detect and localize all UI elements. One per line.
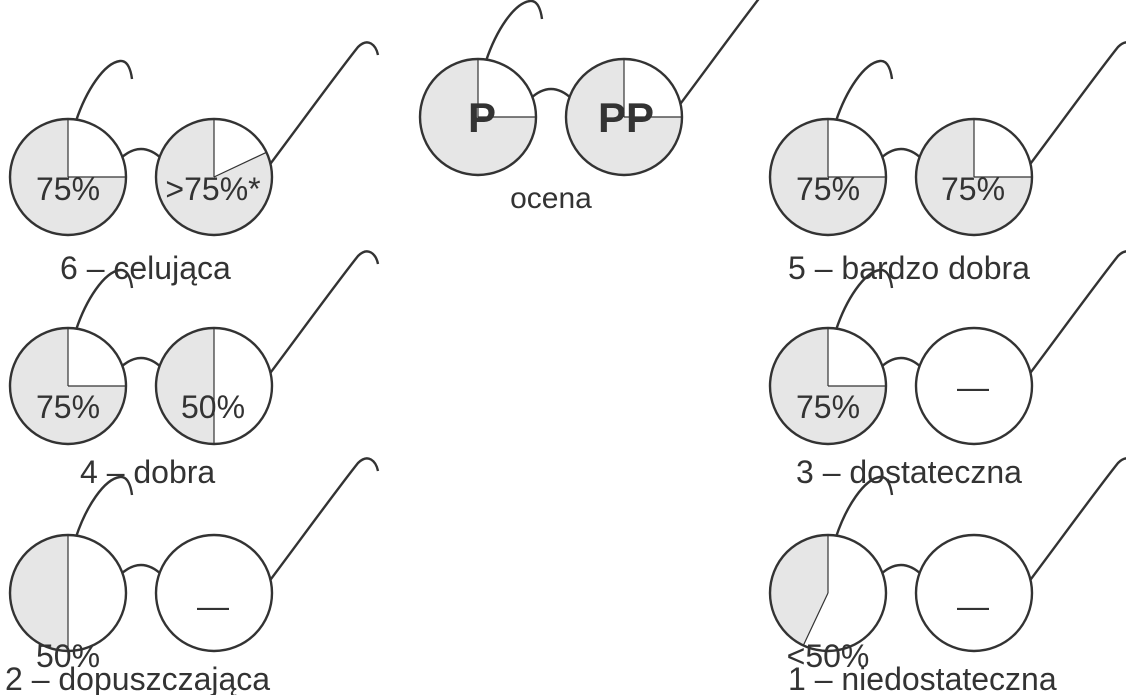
grade-2-left-temple: [74, 475, 134, 538]
grade-2-bridge: [119, 563, 163, 576]
grade-1-left-lens-fill: [769, 535, 828, 646]
grade-1-left-lens-radius-edge: [802, 592, 829, 646]
header-right-temple: [677, 0, 760, 108]
grade-1-left-lens-label: <50%: [787, 638, 870, 674]
grade-4-caption: 4 – dobra: [80, 454, 215, 490]
glasses-header: P PP ocena: [418, 0, 760, 215]
grade-3-right-lens-label: —: [957, 369, 989, 405]
grade-6-left-lens: [8, 117, 128, 237]
grade-6-right-lens: [154, 117, 274, 237]
grade-1-frame: [834, 457, 1126, 584]
grade-2-right-lens-base: [156, 535, 272, 651]
grade-5-right-temple: [1027, 41, 1126, 168]
grade-3-left-temple: [834, 268, 894, 331]
grade-5-right-lens-label: 75%: [941, 171, 1005, 207]
grade-4-frame: [74, 250, 380, 377]
grade-2-right-lens-rim: [154, 533, 274, 653]
grade-4-right-lens-rim: [154, 326, 274, 446]
header-lens-right-label: PP: [598, 94, 654, 141]
header-bridge: [529, 87, 573, 100]
grade-3-right-temple: [1027, 250, 1126, 377]
grade-1-right-lens-label: —: [957, 588, 989, 624]
grade-5-right-lens: [914, 117, 1034, 237]
grade-2-right-temple: [267, 457, 380, 584]
grade-5-caption: 5 – bardzo dobra: [788, 250, 1030, 286]
grade-5-right-lens-rim: [914, 117, 1034, 237]
grade-5-frame: [834, 41, 1126, 168]
header-left-temple: [484, 0, 544, 62]
grade-3-bridge: [879, 356, 923, 369]
grade-2-caption: 2 – dopuszczająca: [5, 661, 270, 695]
grade-1-left-temple: [834, 475, 894, 538]
grade-1-right-lens-rim: [914, 533, 1034, 653]
grade-4-left-temple: [74, 268, 134, 331]
grade-1-left-lens: [768, 533, 888, 653]
grade-2-right-lens-label: —: [197, 588, 229, 624]
grade-6-caption: 6 – celująca: [60, 250, 231, 286]
grade-5-left-lens-rim: [768, 117, 888, 237]
grade-3-left-lens-rim: [768, 326, 888, 446]
header-lens-left-label: P: [468, 94, 496, 141]
grade-4-right-lens-label: 50%: [181, 389, 245, 425]
grade-6-frame: [74, 41, 380, 168]
header-left-lens-rim: [418, 57, 538, 177]
grade-1-left-lens-rim: [768, 533, 888, 653]
grade-4-left-lens-rim: [8, 326, 128, 446]
grade-4-right-lens: [154, 326, 274, 446]
glasses-grade-4: 75% 50% 4 – dobra: [8, 250, 380, 490]
glasses-grade-6: 75% >75%* 6 – celująca: [8, 41, 380, 286]
grade-3-right-lens-base: [916, 328, 1032, 444]
grade-5-left-lens: [768, 117, 888, 237]
grade-1-right-temple: [1027, 457, 1126, 584]
grade-6-right-temple: [267, 41, 380, 168]
grade-3-right-lens-rim: [914, 326, 1034, 446]
header-left-lens: [418, 57, 538, 177]
grade-3-frame: [834, 250, 1126, 377]
grade-5-left-lens-label: 75%: [796, 171, 860, 207]
header-frame: [484, 0, 760, 108]
header-right-lens: [564, 57, 684, 177]
grade-2-left-lens-fill: [10, 535, 68, 651]
grade-1-right-lens: [914, 533, 1034, 653]
grade-2-left-lens-rim: [8, 533, 128, 653]
grade-3-right-lens: [914, 326, 1034, 446]
grade-6-right-lens-radius-edge: [213, 151, 267, 178]
grade-2-left-lens-label: 50%: [36, 638, 100, 674]
grade-3-caption: 3 – dostateczna: [796, 454, 1022, 490]
grade-4-left-lens-label: 75%: [36, 389, 100, 425]
grade-3-left-lens: [768, 326, 888, 446]
grade-6-right-lens-label: >75%*: [165, 171, 260, 207]
grade-5-bridge: [879, 147, 923, 160]
grade-2-left-lens: [8, 533, 128, 653]
grade-4-bridge: [119, 356, 163, 369]
grade-2-frame: [74, 457, 380, 584]
grade-6-bridge: [119, 147, 163, 160]
grade-4-right-temple: [267, 250, 380, 377]
grade-1-caption: 1 – niedostateczna: [788, 661, 1057, 695]
grade-6-left-lens-label: 75%: [36, 171, 100, 207]
glasses-grade-5: 75% 75% 5 – bardzo dobra: [768, 41, 1126, 286]
header-right-lens-rim: [564, 57, 684, 177]
grade-6-right-lens-rim: [154, 117, 274, 237]
grade-3-left-lens-label: 75%: [796, 389, 860, 425]
grade-4-left-lens: [8, 326, 128, 446]
grade-6-left-lens-rim: [8, 117, 128, 237]
glasses-grade-3: 75% — 3 – dostateczna: [768, 250, 1126, 490]
grade-5-left-temple: [834, 59, 894, 122]
header-caption: ocena: [510, 182, 592, 215]
grade-6-left-temple: [74, 59, 134, 122]
grade-4-right-lens-fill: [156, 328, 214, 444]
grade-1-right-lens-base: [916, 535, 1032, 651]
grade-2-right-lens: [154, 533, 274, 653]
glasses-grade-1: <50% — 1 – niedostateczna: [768, 457, 1126, 695]
glasses-grade-2: 50% — 2 – dopuszczająca: [5, 457, 380, 695]
grade-1-bridge: [879, 563, 923, 576]
